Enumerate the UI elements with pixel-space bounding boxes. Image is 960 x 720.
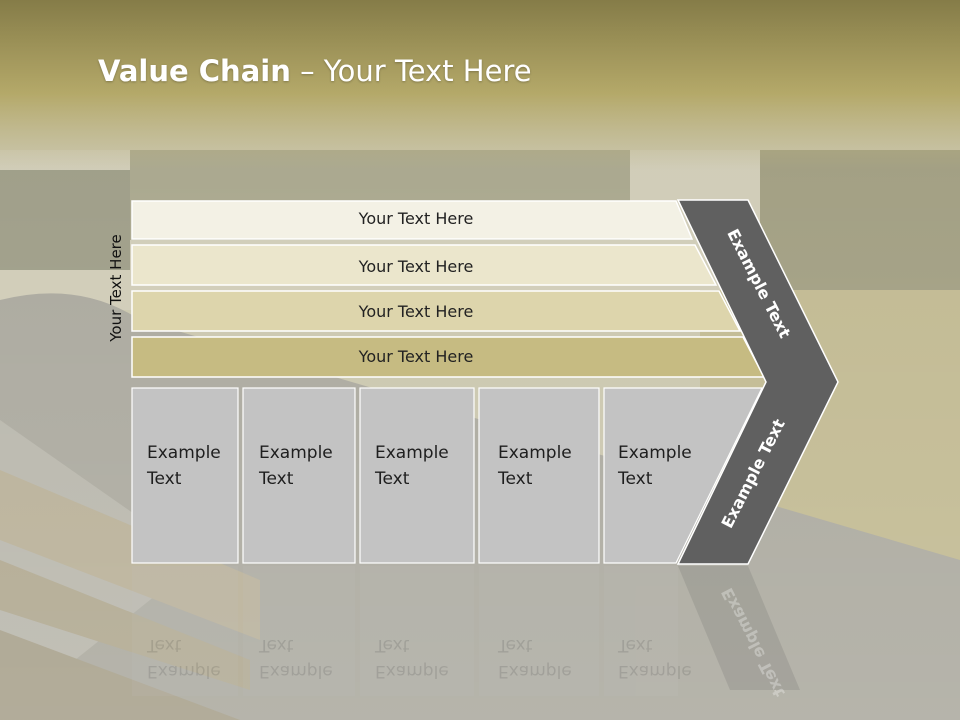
box-2	[242, 387, 356, 564]
box-5	[603, 387, 763, 564]
box-label-1: Example Text	[147, 443, 221, 489]
title-bold: Value Chain	[98, 54, 291, 88]
row-label-4: Your Text Here	[358, 347, 474, 366]
title-rest: – Your Text Here	[290, 54, 532, 88]
box-reflection-2	[243, 566, 355, 696]
page-title: Value Chain – Your Text Here	[98, 54, 532, 88]
box-reflection-5	[604, 566, 678, 696]
box-reflection-1	[132, 566, 238, 696]
row-bar-3	[131, 290, 742, 332]
chevron-arrow	[676, 199, 839, 565]
box-label-reflection-3: Example Text	[375, 635, 449, 681]
row-label-2: Your Text Here	[358, 257, 474, 276]
box-1	[131, 387, 239, 564]
box-label-reflection-1: Example Text	[147, 635, 221, 681]
box-label-4: Example Text	[498, 443, 572, 489]
box-label-2: Example Text	[259, 443, 333, 489]
box-reflection-4	[479, 566, 599, 696]
box-label-reflection-2: Example Text	[259, 635, 333, 681]
box-label-reflection-5: Example Text	[618, 635, 692, 681]
row-label-1: Your Text Here	[358, 209, 474, 228]
box-label-3: Example Text	[375, 443, 449, 489]
box-3	[359, 387, 475, 564]
box-label-5: Example Text	[618, 443, 692, 489]
row-label-3: Your Text Here	[358, 302, 474, 321]
box-reflection-3	[360, 566, 474, 696]
row-bar-2	[131, 244, 718, 286]
chevron-reflection	[678, 566, 800, 690]
row-bar-1	[131, 200, 694, 240]
box-label-reflection-4: Example Text	[498, 635, 572, 681]
box-4	[478, 387, 600, 564]
